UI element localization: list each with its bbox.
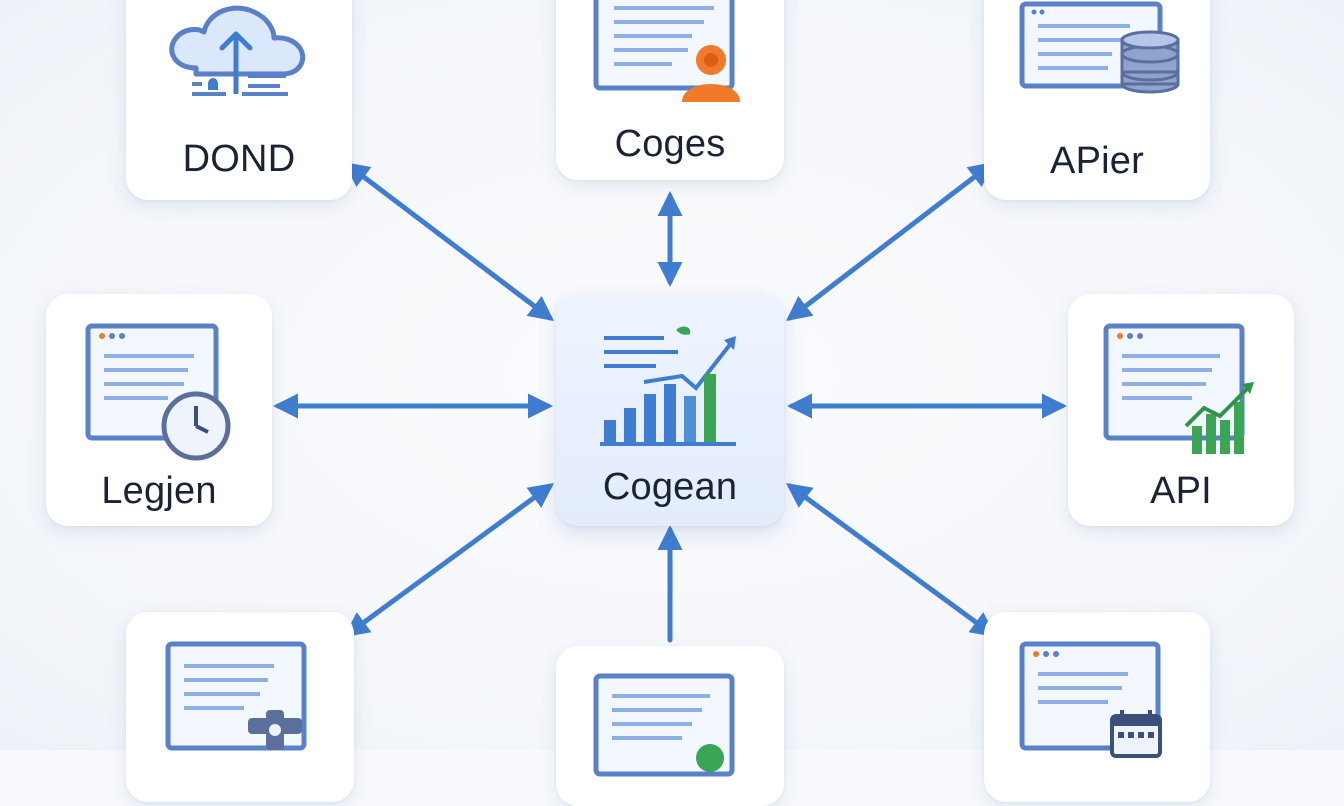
connector-hub-top-left <box>344 161 554 322</box>
hub-node[interactable]: Cogean <box>556 294 784 526</box>
node-top-right[interactable]: APier <box>984 0 1210 200</box>
node-label: DOND <box>182 138 296 180</box>
node-top-center[interactable]: Coges <box>556 0 784 180</box>
document-calendar-icon <box>1019 641 1162 758</box>
node-label: API <box>1150 470 1212 512</box>
node-bottom-right[interactable] <box>984 612 1210 802</box>
node-label: Coges <box>614 123 726 165</box>
connector-hub-bottom-left <box>343 483 555 637</box>
node-middle-left[interactable]: Legjen <box>46 294 272 526</box>
growth-chart-icon <box>600 326 736 446</box>
document-check-icon <box>593 673 735 777</box>
cloud-upload-icon <box>169 5 306 96</box>
connector-hub-bottom-right <box>785 483 997 637</box>
connector-hub-top-right <box>786 161 994 322</box>
document-chart-icon <box>1103 323 1254 454</box>
node-bottom-left[interactable] <box>126 612 354 802</box>
document-gear-icon <box>165 641 307 751</box>
node-label: Legjen <box>101 470 217 512</box>
hub-label: Cogean <box>602 466 738 508</box>
node-middle-right[interactable]: API <box>1068 294 1294 526</box>
document-user-icon <box>593 0 740 102</box>
node-bottom-center[interactable] <box>556 646 784 806</box>
document-database-icon <box>1019 1 1180 94</box>
connector-layer <box>273 161 1067 643</box>
document-clock-icon <box>85 323 231 461</box>
node-top-left[interactable]: DOND <box>126 0 352 200</box>
node-label: APier <box>1050 140 1144 182</box>
